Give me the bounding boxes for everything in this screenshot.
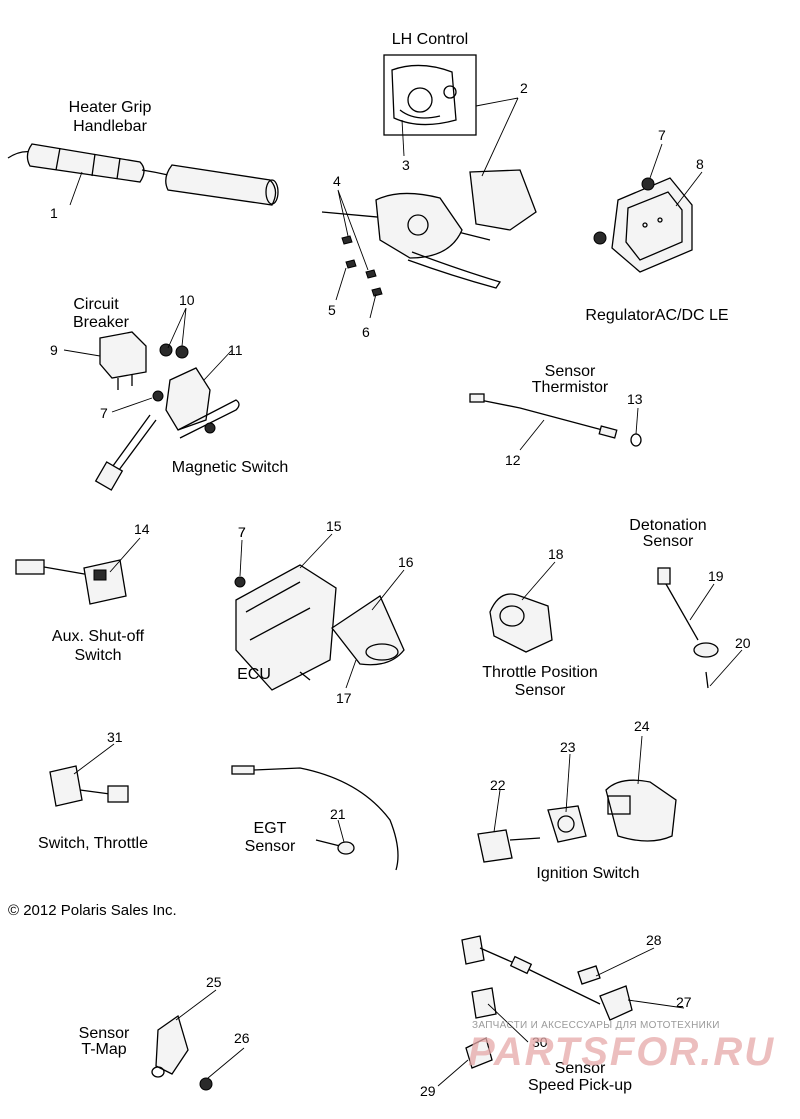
- heater-grip-drawing: [7, 143, 279, 206]
- callout-number: 22: [490, 777, 506, 793]
- regulator-drawing: [593, 177, 693, 273]
- speed-sensor-drawing: [461, 935, 633, 1069]
- switch-throttle-label: Switch, Throttle: [38, 835, 148, 852]
- callout-number: 6: [362, 324, 370, 340]
- callout-number: 7: [238, 524, 246, 540]
- callout-leaders: [63, 97, 743, 1087]
- callout-number: 7: [238, 524, 246, 540]
- callout-number: 11: [228, 342, 243, 358]
- watermark-logo: PARTSFOR.RU: [468, 1030, 776, 1074]
- callout-number: 8: [696, 156, 704, 172]
- callout-number: 24: [634, 718, 650, 734]
- tmap-sensor-label: Sensor: [78, 1025, 130, 1042]
- handlebar-label: Handlebar: [73, 118, 147, 135]
- callout-number: 16: [398, 554, 414, 570]
- throttle-switch-drawing: [49, 765, 129, 807]
- watermark-tagline: ЗАПЧАСТИ И АКСЕССУАРЫ ДЛЯ МОТОТЕХНИКИ: [472, 1020, 720, 1031]
- callout-number: 25: [206, 974, 222, 990]
- speed-sensor-label: Sensor: [554, 1060, 606, 1077]
- circuit-breaker-drawing: [99, 331, 147, 390]
- callout-number: 19: [708, 568, 724, 584]
- callout-number: 4: [333, 173, 341, 189]
- tps-label: Throttle Position: [482, 664, 598, 681]
- egt-sensor-label: Sensor: [244, 838, 296, 855]
- detonation-label: Detonation: [629, 517, 707, 534]
- detonation-sensor-label: Sensor: [642, 533, 694, 550]
- lh-control-label: LH Control: [391, 31, 469, 48]
- tmap-label: T-Map: [81, 1041, 127, 1058]
- callout-number: 30: [532, 1034, 548, 1050]
- callout-number: 7: [100, 405, 108, 421]
- thermistor-drawing: [469, 393, 642, 447]
- callout-number: 15: [326, 518, 342, 534]
- speed-pickup-label: Speed Pick-up: [527, 1077, 633, 1094]
- callout-number: 27: [676, 994, 692, 1010]
- ignition-switch-label: Ignition Switch: [536, 865, 640, 882]
- tps-sensor-label: Sensor: [514, 682, 566, 699]
- callout-number: 1: [50, 205, 58, 221]
- callout-number: 21: [330, 806, 346, 822]
- aux-shutoff-drawing: [15, 559, 127, 605]
- regulator-label: RegulatorAC/DC LE: [585, 307, 729, 324]
- callout-number: 12: [505, 452, 521, 468]
- callout-number: 26: [234, 1030, 250, 1046]
- throttle-position-sensor-drawing: [489, 593, 553, 653]
- callout-number: 7: [658, 127, 666, 143]
- egt-label: EGT: [253, 820, 287, 837]
- heater-grip-label: Heater Grip: [68, 99, 152, 116]
- callout-number: 17: [336, 690, 352, 706]
- callout-number: 9: [50, 342, 58, 358]
- aux-switch-label: Switch: [74, 647, 122, 664]
- callout-number: 14: [134, 521, 150, 537]
- lh-control-inset-drawing: [383, 54, 477, 136]
- ecu-label: ECU: [237, 666, 271, 683]
- detonation-sensor-drawing: [657, 567, 719, 689]
- circuit-label: Circuit: [73, 296, 119, 313]
- breaker-label: Breaker: [72, 314, 130, 331]
- ignition-switch-drawing: [477, 779, 677, 863]
- egt-sensor-drawing: [231, 765, 399, 871]
- magnetic-switch-drawing: [94, 343, 240, 491]
- magnetic-switch-label: Magnetic Switch: [171, 459, 289, 476]
- lh-control-assembly-drawing: [321, 169, 537, 297]
- thermistor-label: Thermistor: [531, 379, 609, 396]
- callout-number: 18: [548, 546, 564, 562]
- callout-number: 20: [735, 635, 751, 651]
- callout-number: 28: [646, 932, 662, 948]
- ecu-drawing: [234, 564, 337, 691]
- callout-number: 23: [560, 739, 576, 755]
- copyright: © 2012 Polaris Sales Inc.: [8, 902, 177, 919]
- callout-number: 31: [107, 729, 123, 745]
- callout-number: 13: [627, 391, 643, 407]
- callout-number: 2: [520, 80, 528, 96]
- aux-shutoff-label: Aux. Shut-off: [51, 628, 145, 645]
- tmap-sensor-drawing: [151, 1014, 213, 1091]
- callout-number: 5: [328, 302, 336, 318]
- thermistor-sensor-label: Sensor: [544, 363, 596, 380]
- callout-number: 3: [402, 157, 410, 173]
- callout-number: 10: [179, 292, 195, 308]
- callout-number: 29: [420, 1083, 436, 1099]
- ecu-bracket-drawing: [331, 595, 405, 666]
